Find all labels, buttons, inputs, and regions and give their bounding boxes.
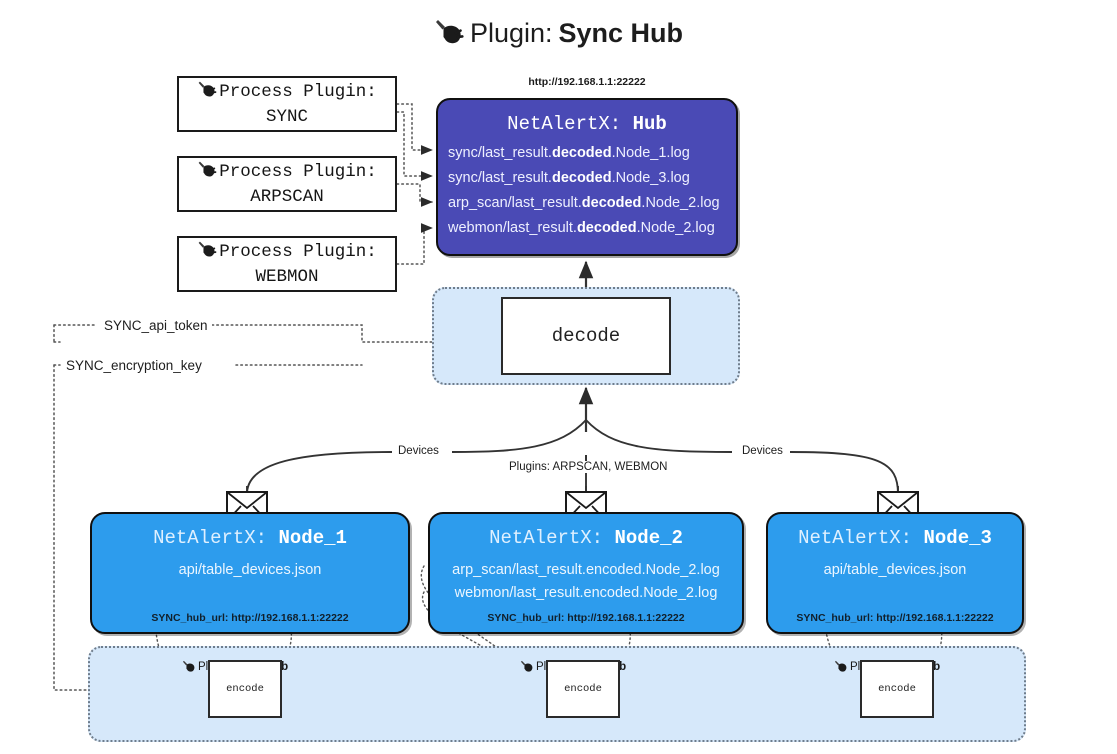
plug-icon <box>197 239 217 265</box>
hub-url-label: http://192.168.1.1:22222 <box>528 76 646 88</box>
node-title: NetAlertX: Node_3 <box>798 527 992 549</box>
hub-title: NetAlertX: Hub <box>438 113 736 135</box>
plug-icon <box>834 659 848 675</box>
hub-title-prefix: NetAlertX: <box>507 113 622 135</box>
node-item-list: arp_scan/last_result.encoded.Node_2.log … <box>430 559 742 606</box>
node-item: webmon/last_result.encoded.Node_2.log <box>454 585 718 602</box>
plugins-label: Plugins: ARPSCAN, WEBMON <box>505 461 672 473</box>
node-item-list: api/table_devices.json <box>768 559 1022 582</box>
encode-box-node-2[interactable]: encode <box>546 660 620 718</box>
plug-icon <box>197 79 217 105</box>
node-card-node-1[interactable]: NetAlertX: Node_1 api/table_devices.json… <box>90 512 410 634</box>
plug-icon <box>434 16 464 51</box>
encode-box-node-1[interactable]: encode <box>208 660 282 718</box>
sync-encryption-key-label: SYNC_encryption_key <box>62 358 206 373</box>
process-plugin-arpscan[interactable]: Process Plugin: ARPSCAN <box>177 156 397 212</box>
node-item-list: api/table_devices.json <box>92 559 408 582</box>
node-item: arp_scan/last_result.encoded.Node_2.log <box>452 562 720 578</box>
node-footer: SYNC_hub_url: http://192.168.1.1:22222 <box>487 612 685 624</box>
hub-log-list: sync/last_result.decoded.Node_1.log sync… <box>438 141 736 241</box>
node-card-node-2[interactable]: NetAlertX: Node_2 arp_scan/last_result.e… <box>428 512 744 634</box>
node-title: NetAlertX: Node_2 <box>489 527 683 549</box>
process-plugin-line2: SYNC <box>265 106 308 127</box>
plug-icon <box>197 159 217 185</box>
sync-api-token-label: SYNC_api_token <box>100 318 212 333</box>
process-plugin-line2: ARPSCAN <box>250 186 324 207</box>
plug-icon <box>520 659 534 675</box>
node-footer: SYNC_hub_url: http://192.168.1.1:22222 <box>796 612 994 624</box>
devices-label-right: Devices <box>738 445 787 457</box>
page-title: Plugin: Sync Hub <box>0 16 1117 51</box>
process-plugin-line1: Process Plugin: <box>219 161 377 182</box>
node-title: NetAlertX: Node_1 <box>153 527 347 549</box>
hub-log-line: sync/last_result.decoded.Node_3.log <box>448 169 690 186</box>
node-item: api/table_devices.json <box>178 562 322 578</box>
process-plugin-webmon[interactable]: Process Plugin: WEBMON <box>177 236 397 292</box>
hub-node[interactable]: NetAlertX: Hub sync/last_result.decoded.… <box>436 98 738 256</box>
node-item: api/table_devices.json <box>823 562 967 578</box>
process-plugin-line2: WEBMON <box>255 266 319 287</box>
hub-log-line: arp_scan/last_result.decoded.Node_2.log <box>448 194 720 211</box>
node-footer: SYNC_hub_url: http://192.168.1.1:22222 <box>151 612 349 624</box>
devices-label-left: Devices <box>394 445 443 457</box>
plug-icon <box>182 659 196 675</box>
hub-title-name: Hub <box>632 113 667 135</box>
process-plugin-sync[interactable]: Process Plugin: SYNC <box>177 76 397 132</box>
process-plugin-line1: Process Plugin: <box>219 241 377 262</box>
node-card-node-3[interactable]: NetAlertX: Node_3 api/table_devices.json… <box>766 512 1024 634</box>
process-plugin-line1: Process Plugin: <box>219 81 377 102</box>
encode-box-node-3[interactable]: encode <box>860 660 934 718</box>
hub-log-line: webmon/last_result.decoded.Node_2.log <box>448 219 715 236</box>
title-name: Sync Hub <box>558 18 684 48</box>
hub-log-line: sync/last_result.decoded.Node_1.log <box>448 145 690 161</box>
title-prefix: Plugin: <box>469 18 553 48</box>
decode-box[interactable]: decode <box>501 297 671 375</box>
